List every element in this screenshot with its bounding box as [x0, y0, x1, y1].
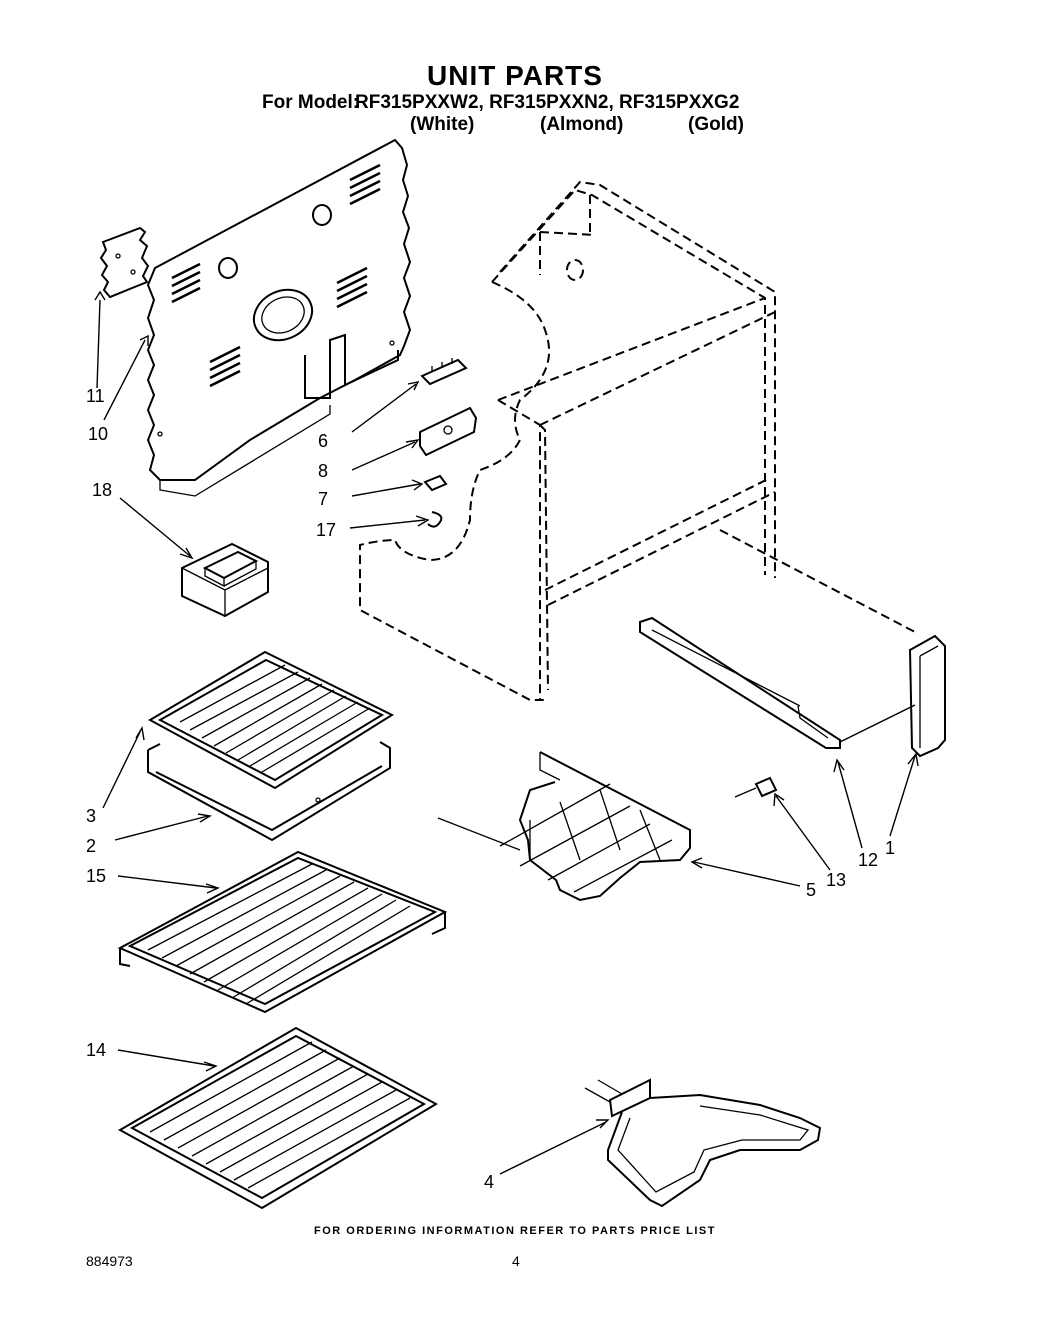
part-14-oven-rack [117, 1026, 439, 1210]
part-11-bracket [99, 226, 150, 299]
range-body-outline [359, 180, 916, 701]
model-numbers: RF315PXXW2, RF315PXXN2, RF315PXXG2 [355, 92, 740, 113]
part-18-box [181, 542, 269, 618]
callout-18: 18 [92, 480, 112, 500]
document-number: 884973 [86, 1253, 133, 1269]
page-title: UNIT PARTS [427, 60, 603, 91]
model-label: For Model: [262, 92, 360, 113]
ordering-note: FOR ORDERING INFORMATION REFER TO PARTS … [314, 1225, 716, 1237]
part-3-broiler-grid [147, 650, 395, 790]
callout-15: 15 [86, 866, 106, 886]
callout-6: 6 [318, 431, 328, 451]
leader-lines [94, 290, 919, 1175]
callout-12: 12 [858, 850, 878, 870]
callout-13: 13 [826, 870, 846, 890]
callout-14: 14 [86, 1040, 106, 1060]
callout-11: 11 [86, 386, 105, 406]
page-number: 4 [512, 1253, 520, 1269]
part-5-broil-element [437, 751, 691, 902]
callout-10: 10 [88, 424, 108, 444]
callout-3: 3 [86, 806, 96, 826]
callout-8: 8 [318, 461, 328, 481]
part-10-back-panel [146, 138, 412, 497]
callout-5: 5 [806, 880, 816, 900]
color-almond: (Almond) [540, 114, 624, 135]
color-gold: (Gold) [688, 114, 744, 135]
part-13-clip [734, 776, 778, 798]
part-8-bracket [419, 406, 478, 457]
part-17-wire-tie [427, 511, 443, 528]
callout-2: 2 [86, 836, 96, 856]
part-12-side-trim [639, 616, 916, 749]
part-7-clip [423, 474, 448, 492]
callout-4: 4 [484, 1172, 494, 1192]
color-white: (White) [410, 114, 475, 135]
part-4-bake-element [584, 1078, 822, 1208]
part-1-end-cap [908, 634, 946, 758]
callout-7: 7 [318, 489, 328, 509]
part-15-oven-rack [117, 850, 448, 1014]
part-2-broiler-pan [147, 741, 391, 842]
part-6-terminal-block [420, 358, 468, 386]
callout-1: 1 [885, 838, 895, 858]
callout-17: 17 [316, 520, 336, 540]
